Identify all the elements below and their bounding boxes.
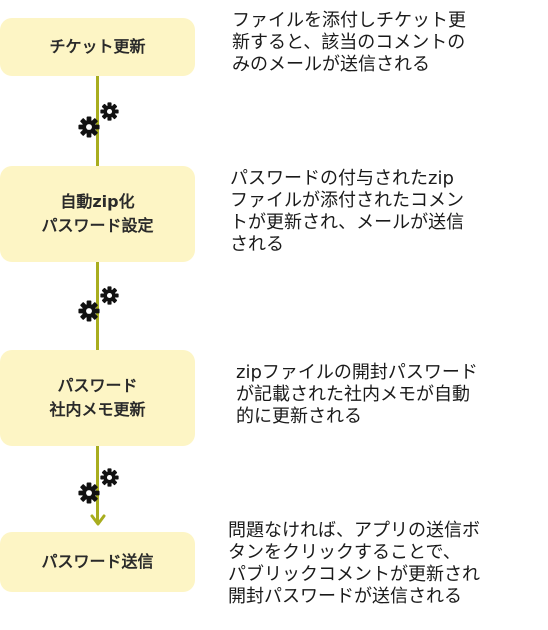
- connector-line-2: [96, 260, 99, 352]
- step-box-ticket-update: チケット更新: [0, 18, 195, 76]
- connector-line-1: [96, 74, 99, 166]
- step-description: 問題なければ、アプリの送信ボ タンをクリックすることで、 パブリックコメントが更…: [228, 520, 480, 607]
- gears-icon: [76, 284, 124, 324]
- step-description: パスワードの付与されたzip ファイルが添付されたコメン トが更新され、メールが…: [230, 168, 465, 255]
- step-box-auto-zip: 自動zip化 パスワード設定: [0, 166, 195, 262]
- gears-icon: [76, 100, 124, 140]
- step-description: ファイルを添付しチケット更 新すると、該当のコメントの みのメールが送信される: [232, 10, 466, 75]
- step-label: パスワード 社内メモ更新: [49, 376, 146, 419]
- gears-icon: [76, 466, 124, 506]
- arrow-down-icon: [90, 514, 106, 526]
- connector-line-3: [96, 444, 99, 522]
- step-box-password-memo: パスワード 社内メモ更新: [0, 350, 195, 446]
- step-label: パスワード送信: [41, 552, 154, 571]
- step-label: 自動zip化 パスワード設定: [41, 192, 154, 235]
- step-label: チケット更新: [49, 37, 146, 56]
- step-box-password-send: パスワード送信: [0, 532, 195, 592]
- step-description: zipファイルの開封パスワード が記載された社内メモが自動 的に更新される: [236, 362, 478, 427]
